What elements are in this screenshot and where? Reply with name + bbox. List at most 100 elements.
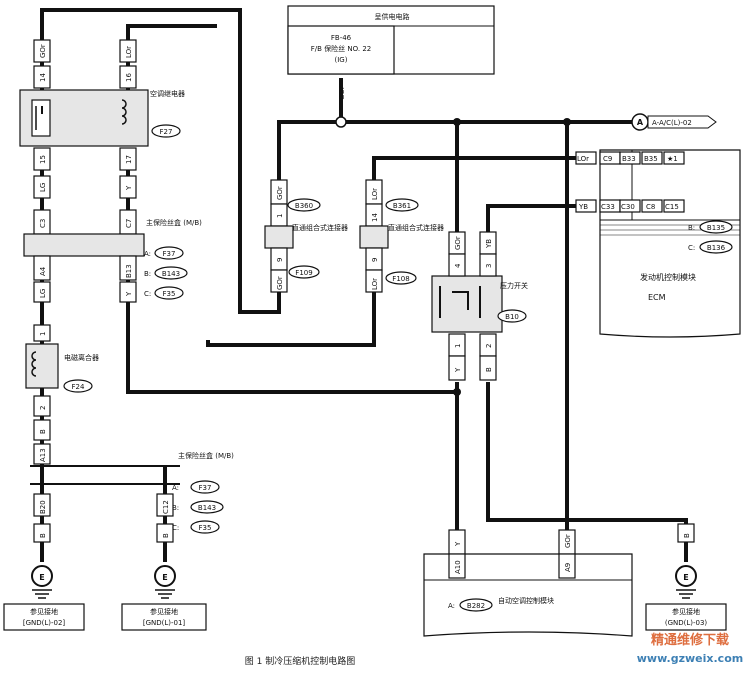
power-source-label: 呈供电电路: [375, 12, 410, 21]
svg-text:Y: Y: [454, 367, 462, 373]
conn1-id-top: B360: [295, 202, 313, 210]
svg-text:GOr: GOr: [338, 86, 346, 100]
svg-text:B13: B13: [125, 264, 133, 278]
svg-text:A13: A13: [39, 448, 47, 462]
gnd3-box: [645, 603, 727, 631]
relay-label: 空调继电器: [150, 89, 185, 98]
svg-text:B:: B:: [688, 224, 695, 232]
svg-text:1: 1: [276, 214, 284, 218]
svg-text:GOr: GOr: [39, 44, 47, 58]
clutch-box: [25, 343, 59, 389]
svg-text:参见接地: 参见接地: [672, 607, 700, 616]
svg-text:3: 3: [485, 264, 493, 268]
svg-text:9: 9: [276, 258, 284, 262]
svg-text:15: 15: [39, 155, 47, 164]
svg-text:参见接地: 参见接地: [150, 607, 178, 616]
ground-symbol-2: [154, 565, 176, 587]
svg-text:A4: A4: [39, 266, 47, 276]
relay-coil: [121, 99, 127, 125]
svg-text:B: B: [162, 533, 170, 538]
ref-arrow-text: A-A/C(L)-02: [652, 119, 692, 127]
svg-text:C33: C33: [601, 203, 615, 211]
svg-text:A10: A10: [454, 560, 462, 574]
svg-text:YB: YB: [485, 239, 493, 249]
svg-text:1: 1: [454, 344, 462, 348]
svg-text:★1: ★1: [667, 155, 678, 163]
svg-text:LG: LG: [39, 289, 47, 298]
ref-arrow-letter: A: [637, 118, 644, 127]
wire-lor-top: [126, 24, 217, 90]
svg-text:LOr: LOr: [125, 46, 133, 58]
svg-text:B: B: [39, 429, 47, 434]
svg-text:Y: Y: [454, 541, 462, 547]
svg-text:B33: B33: [622, 155, 636, 163]
svg-text:9: 9: [371, 258, 379, 262]
conn1-label: 直通组合式连接器: [292, 223, 348, 232]
fuse-no-label: F/B 保险丝 NO. 22: [311, 44, 371, 53]
clutch-label: 电磁离合器: [64, 353, 99, 362]
svg-text:C:: C:: [688, 244, 695, 252]
svg-text:2: 2: [39, 406, 47, 410]
splice-point: [335, 116, 347, 128]
gnd2-box: [121, 603, 207, 631]
svg-text:LOr: LOr: [371, 188, 379, 200]
fuse1-box: [23, 233, 145, 257]
svg-text:B143: B143: [198, 504, 216, 512]
relay-id: F27: [160, 128, 173, 136]
svg-text:B:: B:: [144, 270, 151, 278]
svg-text:[GND(L)-01]: [GND(L)-01]: [143, 619, 186, 627]
conn2-id-bot: F108: [392, 275, 409, 283]
fuse2-label: 主保险丝盒 (M/B): [178, 451, 234, 460]
figure-caption: 图 1 制冷压缩机控制电路图: [245, 655, 355, 667]
ac-module-label: 自动空调控制模块: [498, 596, 554, 605]
ig-label: (IG): [335, 56, 348, 64]
svg-text:B:: B:: [172, 504, 179, 512]
svg-text:C:: C:: [144, 290, 151, 298]
ground-symbol-1: [31, 565, 53, 587]
svg-text:A:: A:: [172, 484, 179, 492]
watermark-line1: 精通维修下载: [651, 632, 729, 648]
svg-text:B: B: [683, 533, 691, 538]
ecm-short: ECM: [648, 293, 666, 302]
junction-dot: [453, 118, 461, 126]
svg-text:14: 14: [39, 73, 47, 82]
pswitch-id: B10: [505, 313, 519, 321]
conn2-id-top: B361: [393, 202, 411, 210]
ecm-label: 发动机控制模块: [640, 272, 696, 282]
svg-text:LOr: LOr: [577, 155, 589, 163]
svg-text:B20: B20: [39, 500, 47, 514]
b143-id: B143: [162, 270, 180, 278]
ac-module-id: B282: [467, 602, 485, 610]
wire-lor-ecm: [372, 156, 576, 185]
svg-text:(GND(L)-03): (GND(L)-03): [665, 619, 708, 627]
svg-text:LOr: LOr: [371, 278, 379, 290]
svg-text:F37: F37: [199, 484, 212, 492]
fb46-label: FB-46: [331, 34, 352, 42]
wire-yb-ecm: [486, 204, 576, 254]
f35-id: F35: [163, 290, 176, 298]
svg-text:Y: Y: [125, 291, 133, 297]
svg-text:[GND(L)-02]: [GND(L)-02]: [23, 619, 66, 627]
svg-text:Y: Y: [125, 185, 133, 191]
junction-dot: [453, 388, 461, 396]
svg-text:16: 16: [125, 73, 133, 82]
ecm-c-id: B136: [707, 244, 726, 252]
svg-text:C:: C:: [172, 524, 179, 532]
fb46-box: [287, 25, 395, 75]
svg-text:B: B: [485, 367, 493, 372]
relay-id-oval: [151, 124, 181, 138]
svg-text:E: E: [39, 573, 44, 582]
svg-text:GOr: GOr: [276, 186, 284, 200]
conn1-id-bot: F109: [295, 269, 312, 277]
fuse1-label: 主保险丝盒 (M/B): [146, 218, 202, 227]
svg-text:C9: C9: [603, 155, 612, 163]
svg-text:C12: C12: [162, 500, 170, 514]
f37-oval: [154, 246, 184, 260]
svg-text:C15: C15: [665, 203, 679, 211]
svg-text:2: 2: [485, 344, 493, 348]
svg-text:F35: F35: [199, 524, 212, 532]
svg-text:GOr: GOr: [564, 534, 572, 548]
svg-text:1: 1: [39, 332, 47, 336]
